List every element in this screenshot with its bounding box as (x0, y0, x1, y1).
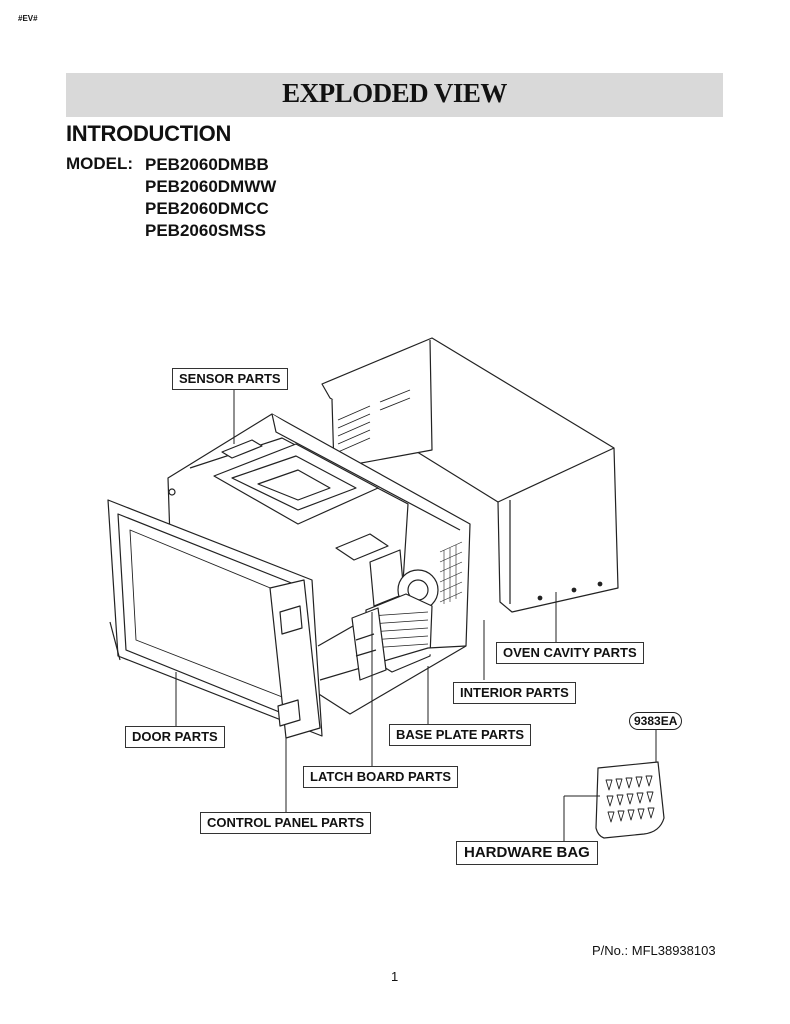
door-illustration (107, 499, 323, 737)
leader-lines (175, 388, 657, 842)
control-panel-illustration (269, 579, 321, 739)
model-item: PEB2060DMWW (145, 177, 277, 196)
label-oven-cavity-parts: OVEN CAVITY PARTS (496, 642, 644, 664)
page-number: 1 (391, 969, 399, 984)
corner-tag: #EV# (18, 14, 38, 23)
model-item: PEB2060DMBB (145, 155, 269, 174)
latch-board-illustration (351, 607, 387, 681)
label-sensor-parts: SENSOR PARTS (172, 368, 288, 390)
model-label: MODEL: (66, 154, 134, 173)
label-hardware-bag: HARDWARE BAG (456, 841, 598, 865)
part-number: P/No.: MFL38938103 (592, 943, 716, 958)
label-door-parts: DOOR PARTS (125, 726, 225, 748)
oven-cabinet-illustration (321, 337, 619, 613)
model-item: PEB2060DMCC (145, 199, 269, 218)
label-interior-parts: INTERIOR PARTS (453, 682, 576, 704)
page-title: EXPLODED VIEW (282, 78, 507, 108)
model-list: PEB2060DMBB PEB2060DMWW PEB2060DMCC PEB2… (145, 154, 276, 242)
hardware-bag-illustration (595, 761, 665, 839)
label-base-plate-parts: BASE PLATE PARTS (389, 724, 532, 746)
label-latch-board-parts: LATCH BOARD PARTS (303, 766, 459, 788)
section-heading: INTRODUCTION (66, 121, 232, 146)
label-control-panel-parts: CONTROL PANEL PARTS (200, 812, 372, 834)
model-item: PEB2060SMSS (145, 221, 266, 240)
hardware-code-badge: 9383EA (629, 712, 683, 730)
title-band: EXPLODED VIEW (66, 73, 723, 117)
